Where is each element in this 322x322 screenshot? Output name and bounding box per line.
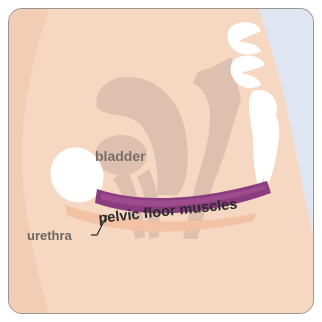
pelvic-anatomy-diagram: bladder pelvic floor muscles urethra [9,9,314,314]
diagram-frame: bladder pelvic floor muscles urethra [8,8,314,314]
label-urethra: urethra [27,228,73,243]
label-bladder: bladder [95,148,146,164]
